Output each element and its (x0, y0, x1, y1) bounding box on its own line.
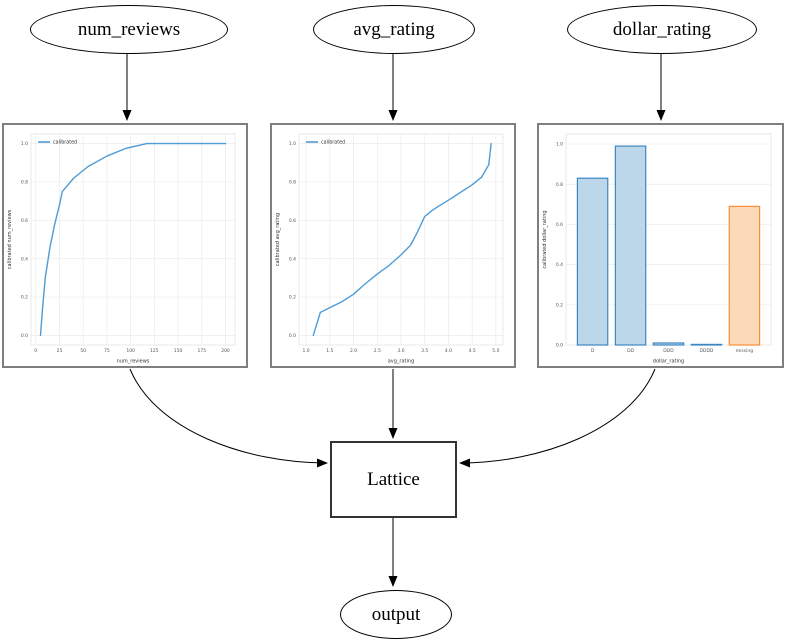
svg-text:missing: missing (736, 348, 753, 354)
svg-text:0.6: 0.6 (21, 218, 28, 224)
node-avg-rating: avg_rating (313, 5, 475, 54)
svg-text:num_reviews: num_reviews (117, 359, 150, 365)
svg-text:D: D (591, 348, 595, 354)
svg-text:4.5: 4.5 (469, 348, 476, 354)
node-avg-rating-label: avg_rating (353, 18, 435, 40)
svg-text:dollar_rating: dollar_rating (653, 359, 684, 365)
svg-text:1.0: 1.0 (21, 141, 28, 147)
svg-text:0.2: 0.2 (289, 295, 296, 301)
svg-text:0.8: 0.8 (289, 180, 296, 186)
svg-text:calibrated num_reviews: calibrated num_reviews (7, 209, 13, 269)
node-dollar-rating-label: dollar_rating (612, 18, 712, 40)
svg-text:calibrated dollar_rating: calibrated dollar_rating (542, 210, 548, 268)
svg-text:1.0: 1.0 (289, 141, 296, 147)
svg-text:0.6: 0.6 (556, 222, 563, 228)
svg-text:0.6: 0.6 (289, 218, 296, 224)
svg-text:4.0: 4.0 (445, 348, 452, 354)
svg-text:1.5: 1.5 (326, 348, 333, 354)
node-lattice: Lattice (330, 441, 457, 518)
svg-text:25: 25 (57, 348, 63, 354)
node-output-label: output (371, 603, 421, 625)
svg-text:DDDD: DDDD (700, 348, 714, 354)
svg-text:175: 175 (197, 348, 206, 354)
svg-text:2.0: 2.0 (350, 348, 357, 354)
svg-text:0.2: 0.2 (556, 302, 563, 308)
edge-plot1-to-lattice (129, 368, 328, 468)
svg-text:1.0: 1.0 (303, 348, 310, 354)
svg-text:0.4: 0.4 (556, 262, 563, 268)
svg-text:0.2: 0.2 (21, 295, 28, 301)
svg-text:DDD: DDD (663, 348, 674, 354)
svg-text:2.5: 2.5 (374, 348, 381, 354)
plot-num-reviews-calibration: 0.0 0.2 0.4 0.6 0.8 1.0 0 25 50 75 100 125 150 175 200… (2, 123, 248, 368)
node-num-reviews-label: num_reviews (77, 18, 181, 40)
svg-text:0.4: 0.4 (21, 256, 28, 262)
svg-text:0.4: 0.4 (289, 256, 296, 262)
svg-text:avg_rating: avg_rating (388, 359, 415, 365)
avg-rating-calibration-chart: 0.0 0.2 0.4 0.6 0.8 1.0 1.0 1.5 2.0 2.5 3.0 3.5 4.0 4… (272, 125, 514, 366)
svg-text:0.8: 0.8 (556, 182, 563, 188)
node-dollar-rating: dollar_rating (567, 5, 757, 54)
svg-text:0.0: 0.0 (556, 343, 563, 349)
svg-text:200: 200 (221, 348, 230, 354)
svg-text:0.8: 0.8 (21, 180, 28, 186)
svg-text:100: 100 (126, 348, 135, 354)
svg-text:calibrated: calibrated (53, 140, 77, 146)
plot-avg-rating-calibration: 0.0 0.2 0.4 0.6 0.8 1.0 1.0 1.5 2.0 2.5 3.0 3.5 4.0 4… (270, 123, 516, 368)
svg-text:3.5: 3.5 (421, 348, 428, 354)
svg-text:5.0: 5.0 (492, 348, 499, 354)
svg-text:0: 0 (34, 348, 37, 354)
node-lattice-label: Lattice (367, 468, 420, 490)
svg-text:0.0: 0.0 (21, 333, 28, 339)
svg-text:1.0: 1.0 (556, 142, 563, 148)
num-reviews-calibration-chart: 0.0 0.2 0.4 0.6 0.8 1.0 0 25 50 75 100 125 150 175 200… (4, 125, 246, 366)
svg-text:150: 150 (174, 348, 183, 354)
svg-text:75: 75 (104, 348, 110, 354)
svg-text:3.0: 3.0 (397, 348, 404, 354)
svg-text:calibrated avg_rating: calibrated avg_rating (275, 213, 281, 266)
node-output: output (340, 590, 452, 639)
node-num-reviews: num_reviews (30, 5, 228, 54)
svg-text:50: 50 (80, 348, 86, 354)
svg-text:0.0: 0.0 (289, 333, 296, 339)
svg-text:125: 125 (150, 348, 159, 354)
edge-plot3-to-lattice (459, 368, 656, 468)
svg-text:calibrated: calibrated (321, 140, 345, 146)
svg-text:DD: DD (627, 348, 634, 354)
